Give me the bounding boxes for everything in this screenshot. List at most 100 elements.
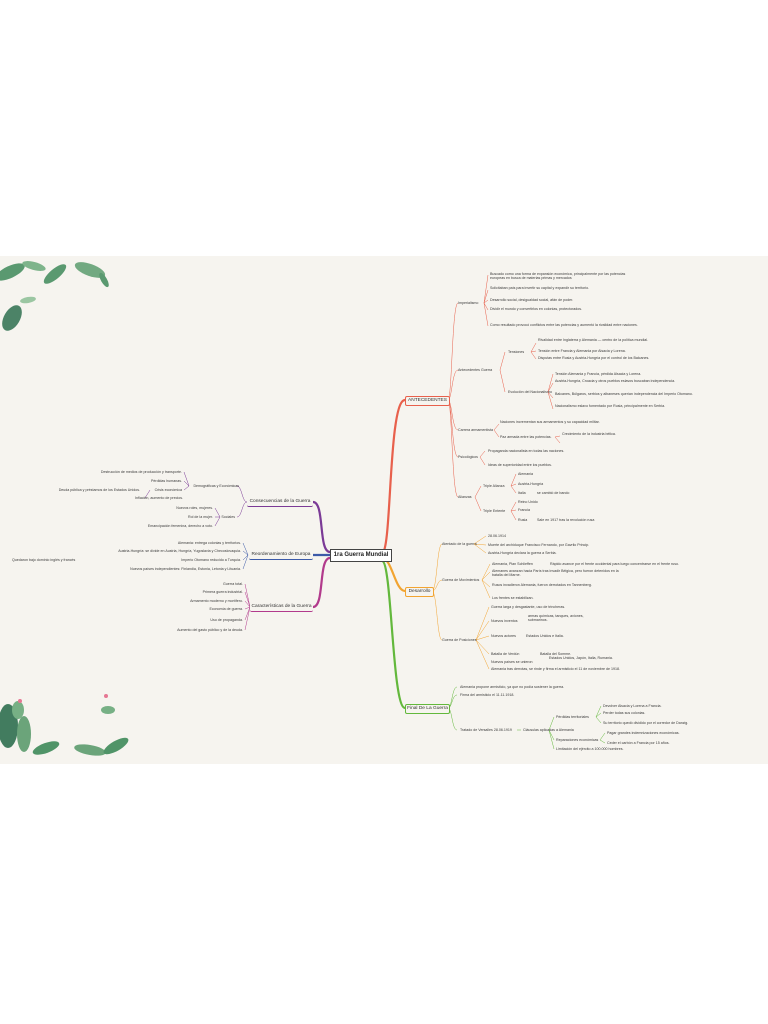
imperialismo-item: Dividir el mundo y convertirlos en colon… bbox=[490, 307, 583, 311]
caracteristicas-item: Aumento del gasto público y de la deuda. bbox=[177, 628, 243, 632]
sociales-item: Emancipación femenina, derecho a voto. bbox=[147, 524, 213, 528]
tensiones-item: Tensión entre Francia y Alemania por Als… bbox=[538, 349, 626, 353]
reordenamiento-item: Alemania: entrega colonias y territorios… bbox=[177, 541, 241, 545]
branch-consecuencias bbox=[312, 500, 331, 554]
branch-desarrollo bbox=[381, 556, 406, 593]
leaf-decoration-top-left bbox=[0, 261, 109, 331]
final-item: Alemania propone armisticio, ya que no p… bbox=[460, 685, 565, 689]
carrera-item: Naciones incrementan sus armamentos y su… bbox=[500, 420, 600, 424]
topic-consecuencias[interactable]: Consecuencias de la Guerra bbox=[247, 498, 313, 507]
perdidas-item: Su territorio quedó dividido por el corr… bbox=[603, 721, 689, 725]
psicologico-item: Ideas de superioridad entre los pueblos. bbox=[488, 463, 552, 467]
imperialismo-item: Solicitaban país para invertir su capita… bbox=[490, 286, 590, 290]
subtopic-psicologicos[interactable]: Psicológicos bbox=[458, 455, 478, 459]
perdidas-label[interactable]: Pérdidas territoriales bbox=[556, 715, 589, 719]
topic-desarrollo[interactable]: Desarrollo bbox=[405, 587, 434, 597]
perdidas-item: Devolver Alsacia y Lorena a Francia. bbox=[603, 704, 662, 708]
alianza-item: Alemania bbox=[518, 472, 533, 476]
caracteristicas-sub-links bbox=[244, 583, 251, 631]
clausulas-label[interactable]: Cláusulas aplicadas a Alemania bbox=[523, 728, 574, 732]
demograficas-label[interactable]: Demográficas y Económicas bbox=[193, 484, 239, 488]
carrera-item: Crecimiento de la industria bélica. bbox=[562, 432, 616, 436]
movimientos-item: Rápido avance por el frente occidental p… bbox=[550, 562, 680, 566]
leaf-decoration-bottom-left bbox=[0, 694, 129, 756]
reparaciones-item: Ceder el carbón a Francia por 15 años. bbox=[607, 741, 670, 745]
topic-caracteristicas[interactable]: Características de la Guerra bbox=[250, 603, 313, 612]
movimientos-item: Los frentes se estabilizan. bbox=[492, 596, 534, 600]
caracteristicas-item: Uso de propaganda. bbox=[210, 618, 243, 622]
subtopic-imperialismo[interactable]: Imperialismo bbox=[458, 301, 479, 305]
caracteristicas-item: Economía de guerra. bbox=[209, 607, 243, 611]
posiciones-item: Estados Unidos, Japón, Italia, Rumania. bbox=[549, 656, 613, 660]
posiciones-item: Nuevos países se unieron bbox=[491, 660, 533, 664]
subtopic-tratado-versalles[interactable]: Tratado de Versalles 28.06.1919 bbox=[460, 728, 512, 732]
posiciones-item: Estados Unidos e Italia. bbox=[526, 634, 564, 638]
posiciones-item: Batalla del Somme. bbox=[540, 652, 572, 656]
tensiones-item: Rivalidad entre Inglaterra y Alemania — … bbox=[538, 338, 649, 342]
posiciones-item: Batalla de Verdún bbox=[491, 652, 520, 656]
imperialismo-item: Buscado como una forma de expansión econ… bbox=[490, 272, 626, 281]
demograficas-item: Pérdidas humanas. bbox=[151, 479, 182, 483]
psicologico-item: Propaganda nacionalista en todas las nac… bbox=[488, 449, 565, 453]
sociales-item: Rol de la mujer. bbox=[188, 515, 213, 519]
tensiones-item: Disputas entre Rusia y Austria-Hungría p… bbox=[538, 356, 650, 360]
branch-antecedentes bbox=[380, 398, 406, 555]
caracteristicas-item: Armamento moderno y mortífero. bbox=[190, 599, 243, 603]
posiciones-item: armas químicas, tanques, aviones, submar… bbox=[528, 614, 584, 623]
sociales-label[interactable]: Sociales bbox=[221, 515, 235, 519]
entente-item: Reino Unido bbox=[518, 500, 538, 504]
entente-note: Sale en 1917 tras la revolución rusa bbox=[537, 518, 595, 522]
entente-item: Francia bbox=[518, 508, 530, 512]
evolucion-item: Austria-Hungría, Croacia y otros pueblos… bbox=[555, 379, 676, 383]
triple-alianza-label[interactable]: Triple Alianza bbox=[483, 484, 505, 488]
reordenamiento-item: Nuevos países independientes: Finlandia,… bbox=[130, 567, 241, 571]
subtopic-antecedentes-guerra[interactable]: Antecedentes Guerra bbox=[458, 368, 493, 372]
demograficas-item: Destrucción de medios de producción y tr… bbox=[100, 470, 182, 474]
subtopic-carrera-armamentista[interactable]: Carrera armamentista bbox=[458, 428, 493, 432]
atentado-item: Muerte del archiduque Francisco Fernando… bbox=[488, 543, 590, 547]
posiciones-item: Alemania tras derrotas, se rinde y firma… bbox=[491, 667, 620, 671]
consecuencias-sub-links bbox=[144, 471, 248, 527]
movimientos-item: Alemania, Plan Schlieffen bbox=[492, 562, 533, 566]
subtopic-atentado[interactable]: Atentado de la guerra bbox=[442, 542, 477, 546]
mind-map-links bbox=[0, 261, 606, 756]
demograficas-item: Inflación, aumento de precios. bbox=[135, 496, 183, 500]
evolucion-label[interactable]: Evolución del Nacionalismo bbox=[508, 390, 552, 394]
reordenamiento-item: Quedaron bajo dominio inglés y francés bbox=[12, 558, 76, 562]
evolucion-item: Nacionalismo eslavo fomentado por Rusia,… bbox=[555, 404, 666, 408]
evolucion-item: Balcanes, Búlgaros, serbios y albaneses … bbox=[555, 392, 693, 396]
subtopic-guerra-movimientos[interactable]: Guerra de Movimientos bbox=[442, 578, 480, 582]
perdidas-item: Perder todas sus colonias. bbox=[603, 711, 646, 715]
topic-reordenamiento[interactable]: Reordenamiento de Europa bbox=[249, 551, 313, 560]
posiciones-item: Nuevos actores bbox=[491, 634, 516, 638]
alianza-item: Italia bbox=[518, 491, 526, 495]
carrera-item: Paz armada entre las potencias. bbox=[500, 435, 552, 439]
tensiones-label[interactable]: Tensiones bbox=[508, 350, 525, 354]
alianza-note: se cambió de bando bbox=[537, 491, 570, 495]
subtopic-guerra-posiciones[interactable]: Guerra de Posiciones bbox=[442, 638, 477, 642]
subtopic-alianzas[interactable]: Alianzas bbox=[458, 495, 472, 499]
topic-final-guerra[interactable]: Final De La Guerra bbox=[405, 704, 450, 714]
mind-map-board: 1ra Guerra Mundial ANTECEDENTES Imperial… bbox=[0, 256, 768, 764]
imperialismo-item: Como resultado provocó conflictos entre … bbox=[490, 323, 638, 327]
reparaciones-label[interactable]: Reparaciones económicas bbox=[556, 738, 599, 742]
triple-entente-label[interactable]: Triple Entente bbox=[483, 509, 506, 513]
reordenamiento-sub-links bbox=[242, 542, 249, 570]
atentado-item: 28.06.1914 bbox=[488, 534, 506, 538]
alianza-item: Austria-Hungría bbox=[518, 482, 544, 486]
movimientos-item: Rusos invadieron Alemania, fueron derrot… bbox=[492, 583, 592, 587]
imperialismo-item: Desarrollo social, desigualdad social, a… bbox=[490, 298, 574, 302]
central-topic[interactable]: 1ra Guerra Mundial bbox=[330, 549, 392, 562]
reordenamiento-item: Imperio Otomano reducido a Turquía. bbox=[181, 558, 241, 562]
topic-antecedentes[interactable]: ANTECEDENTES bbox=[405, 396, 450, 406]
reparaciones-item: Pagar grandes indemnizaciones económicas… bbox=[607, 731, 680, 735]
evolucion-item: Tensión Alemania y Francia, pérdida Alsa… bbox=[555, 372, 642, 376]
caracteristicas-item: Primera guerra industrial. bbox=[202, 590, 243, 594]
movimientos-item: Alemanes avanzan hacia París tras invadi… bbox=[492, 569, 619, 578]
branch-final bbox=[380, 559, 407, 710]
posiciones-item: Nuevos inventos bbox=[491, 619, 518, 623]
demograficas-item: Deuda pública y préstamos de los Estados… bbox=[58, 488, 140, 492]
caracteristicas-item: Guerra total. bbox=[223, 582, 243, 586]
final-item: Firma del armisticio el 11.11.1918. bbox=[460, 693, 515, 697]
desarrollo-sub-links bbox=[431, 535, 491, 670]
